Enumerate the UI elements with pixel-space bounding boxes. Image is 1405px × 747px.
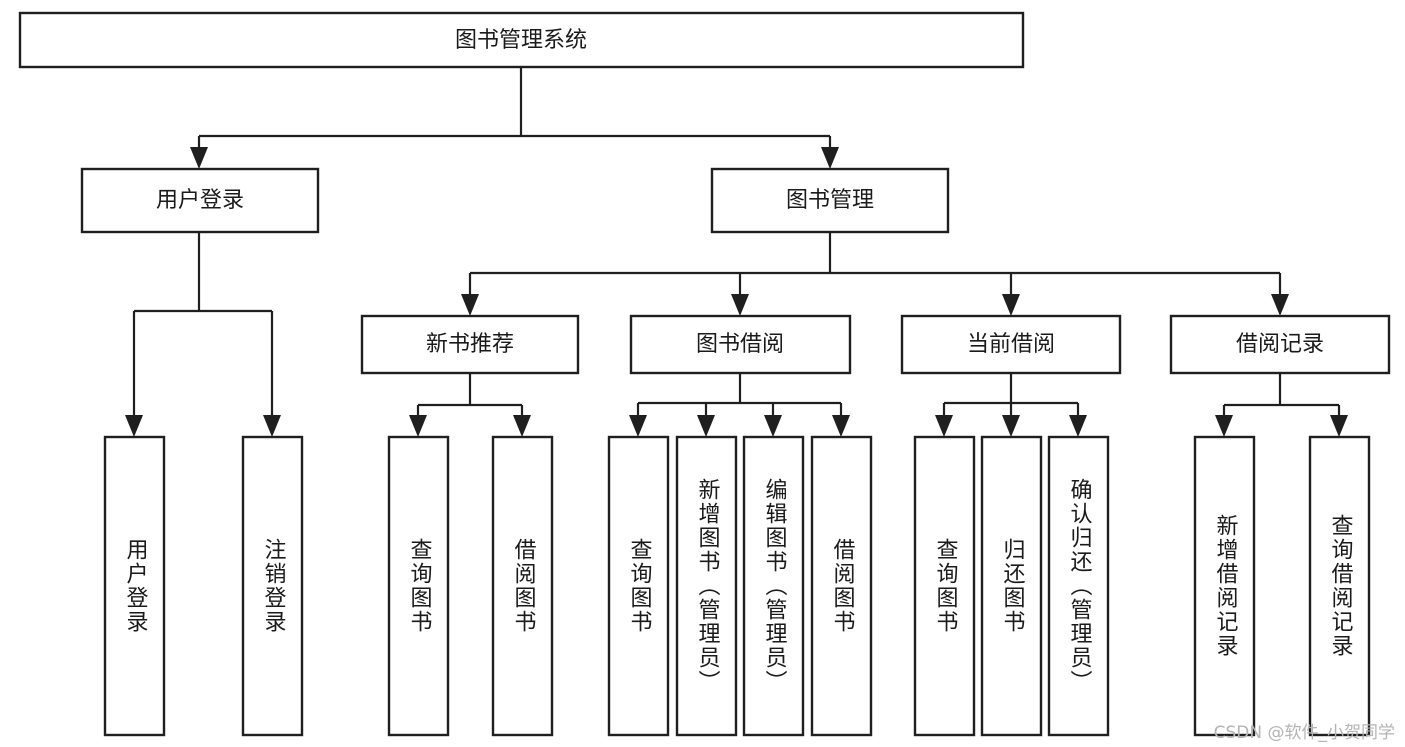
leaf-new-book-1[interactable] [491,435,554,737]
node-new-book-recommend[interactable] [360,314,580,375]
node-book-borrow-label: 图书借阅 [696,332,784,357]
node-borrow-record[interactable] [1169,314,1391,375]
node-book-management[interactable] [710,167,950,234]
arrow-head-leaf-book-borrow-0 [629,415,647,437]
connector-group-book-borrow [629,373,850,437]
arrow-head-user-login [190,147,208,169]
arrow-head-leaf-user-login-0 [125,415,143,437]
node-root-label: 图书管理系统 [455,28,587,53]
leaf-current-borrow-2[interactable] [1047,435,1110,737]
node-current-borrow[interactable] [900,314,1122,375]
arrow-head-current-borrow [1002,294,1020,316]
leaf-current-borrow-0[interactable] [913,435,976,737]
arrow-head-leaf-user-login-1 [263,415,281,437]
node-borrow-record-label: 借阅记录 [1236,332,1324,357]
node-book-borrow[interactable] [629,314,852,375]
connector-group-new-book [409,373,531,437]
node-user-login-label: 用户登录 [156,188,244,213]
node-new-book-recommend-label: 新书推荐 [426,332,514,357]
connector-group-book-mgmt [461,232,1289,316]
leaf-borrow-record-1[interactable] [1308,435,1371,737]
arrow-head-leaf-borrow-record-1 [1330,415,1348,437]
connector-group-current-borrow [935,373,1087,437]
leaf-user-login-0[interactable] [103,435,166,737]
leaf-book-borrow-0[interactable] [607,435,670,737]
arrow-head-leaf-new-book-1 [513,415,531,437]
node-current-borrow-label: 当前借阅 [967,332,1055,357]
arrow-head-leaf-current-borrow-2 [1069,415,1087,437]
connector-group-borrow-record [1215,373,1348,437]
arrow-head-leaf-borrow-record-0 [1215,415,1233,437]
connector-group-user-login [125,232,281,437]
arrow-head-leaf-book-borrow-3 [832,415,850,437]
csdn-watermark: CSDN @软件_小贺同学 [1213,723,1395,743]
leaf-book-borrow-3[interactable] [810,435,873,737]
leaf-new-book-0[interactable] [387,435,450,737]
node-user-login[interactable] [80,167,320,234]
arrow-head-new-book [461,294,479,316]
leaf-user-login-1[interactable] [241,435,304,737]
arrow-head-leaf-current-borrow-1 [1002,415,1020,437]
leaf-current-borrow-1[interactable] [980,435,1043,737]
arrow-head-leaf-current-borrow-0 [935,415,953,437]
node-book-management-label: 图书管理 [786,188,874,213]
arrow-head-borrow-record [1271,294,1289,316]
connector-group-root [190,67,839,169]
arrow-head-book-mgmt [821,147,839,169]
arrow-head-book-borrow [731,294,749,316]
node-root[interactable] [18,11,1025,69]
arrow-head-leaf-book-borrow-1 [697,415,715,437]
arrow-head-leaf-book-borrow-2 [764,415,782,437]
leaf-book-borrow-1[interactable] [675,435,738,737]
leaf-borrow-record-0[interactable] [1193,435,1256,737]
leaf-book-borrow-2[interactable] [742,435,805,737]
arrow-head-leaf-new-book-0 [409,415,427,437]
